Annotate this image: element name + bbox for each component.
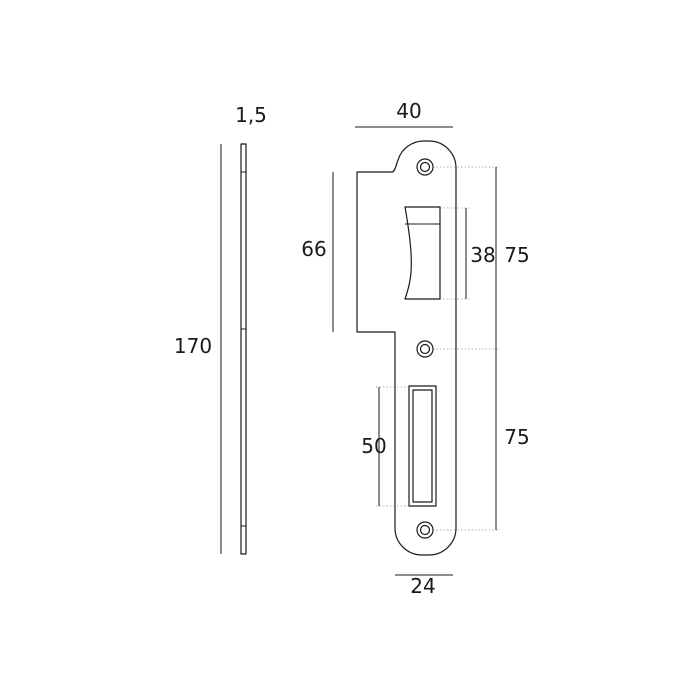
latch-hole-label: 38: [470, 243, 495, 267]
screw-spacing-lower-label: 75: [504, 425, 529, 449]
latch-hole: [404, 206, 441, 300]
side-profile: [240, 143, 247, 555]
width-top-label: 40: [396, 99, 421, 123]
side-view: 1,5 170: [174, 103, 267, 555]
plate-outline: [356, 140, 457, 556]
total-height-label: 170: [174, 334, 212, 358]
screw-spacing-upper-label: 75: [504, 243, 529, 267]
lower-slot: [408, 385, 437, 507]
width-bottom-label: 24: [410, 574, 435, 598]
slot-height-label: 50: [361, 434, 386, 458]
screw-hole-top: [416, 158, 434, 176]
lower-slot-inner: [412, 389, 433, 503]
screw-hole-middle: [416, 340, 434, 358]
thickness-label: 1,5: [235, 103, 267, 127]
latch-zone-label: 66: [301, 237, 326, 261]
front-view: 40 24 66 38 75 75 50: [301, 99, 529, 598]
screw-hole-bottom: [416, 521, 434, 539]
